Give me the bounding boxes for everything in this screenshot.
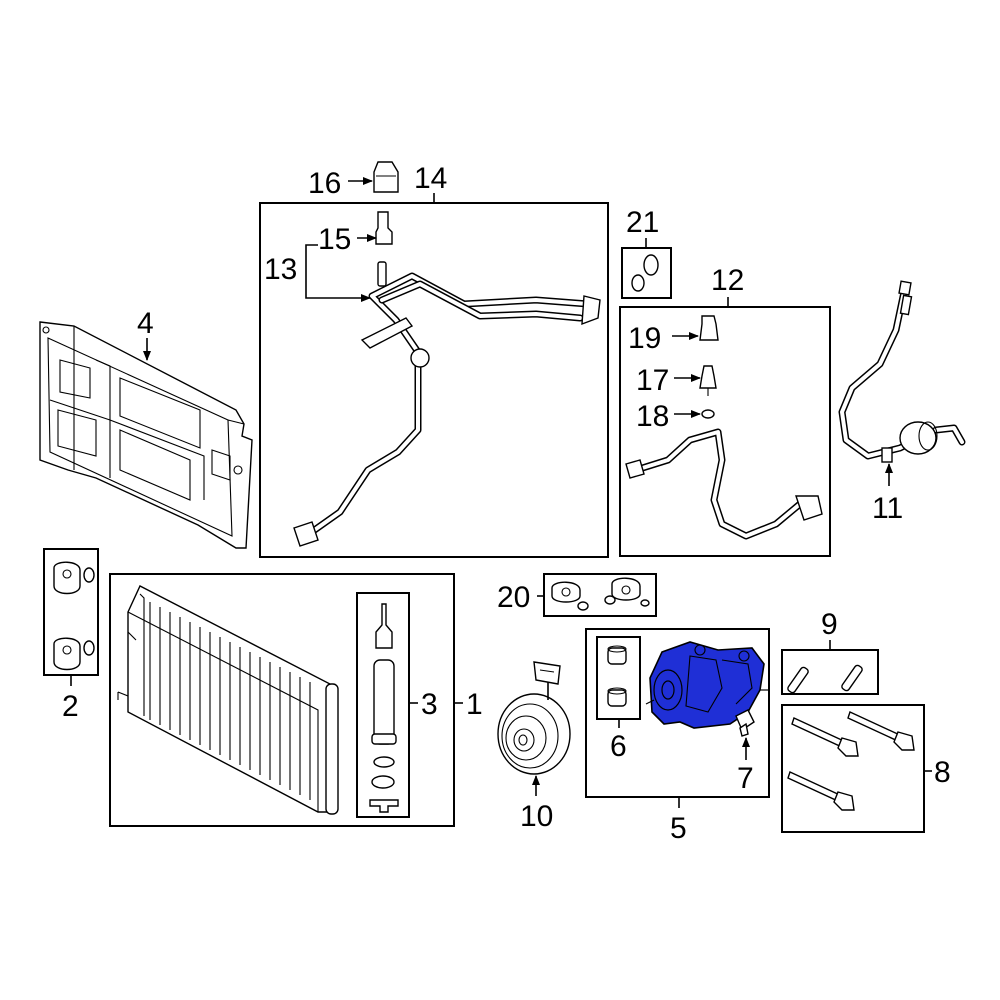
callout-5[interactable]: 5 (670, 812, 687, 845)
callout-14[interactable]: 14 (414, 162, 447, 195)
callout-16[interactable]: 16 (308, 167, 341, 200)
callout-18[interactable]: 18 (636, 400, 669, 433)
callout-17[interactable]: 17 (636, 364, 669, 397)
compressor-box (585, 628, 770, 798)
radiator-support-frame[interactable] (39, 321, 253, 549)
bolts-box (781, 704, 925, 833)
callout-6[interactable]: 6 (610, 730, 627, 763)
service-cap[interactable] (373, 161, 399, 193)
o-ring-kit[interactable] (631, 254, 659, 292)
leader-lines (70, 177, 932, 808)
callout-labels: 1 2 3 4 5 6 7 8 9 10 11 12 13 14 15 16 1… (62, 162, 951, 845)
discharge-line[interactable] (293, 261, 601, 547)
callout-12[interactable]: 12 (711, 264, 744, 297)
callout-7[interactable]: 7 (737, 762, 754, 795)
suction-line-box (619, 306, 831, 557)
callout-3[interactable]: 3 (421, 688, 438, 721)
compressor-gaskets[interactable] (551, 577, 650, 611)
pressure-fitting[interactable] (375, 211, 393, 245)
callout-19[interactable]: 19 (628, 322, 661, 355)
callout-4[interactable]: 4 (137, 307, 154, 340)
callout-2[interactable]: 2 (62, 690, 79, 723)
callout-1[interactable]: 1 (466, 688, 483, 721)
mounting-studs[interactable] (787, 664, 864, 694)
mounting-bolts[interactable] (787, 711, 915, 811)
relief-valve[interactable] (735, 709, 755, 737)
dowel-pins[interactable] (607, 645, 627, 707)
receiver-drier-box (356, 592, 410, 818)
callout-9[interactable]: 9 (821, 608, 838, 641)
valve-o-ring[interactable] (701, 409, 715, 419)
clutch-pulley[interactable] (497, 661, 571, 775)
pressure-switch[interactable] (699, 315, 719, 341)
discharge-line-box (259, 202, 609, 558)
charge-valve[interactable] (699, 365, 717, 396)
callout-11[interactable]: 11 (872, 492, 903, 525)
ac-condenser[interactable] (117, 585, 339, 815)
suction-hose-accumulator[interactable] (838, 280, 966, 463)
callout-15[interactable]: 15 (318, 223, 351, 256)
suction-line[interactable] (625, 428, 823, 540)
compressor-gaskets-box (543, 573, 657, 617)
callout-21[interactable]: 21 (626, 206, 659, 239)
condenser-assembly-box (109, 573, 455, 827)
condenser-gaskets[interactable] (53, 561, 95, 671)
callout-10[interactable]: 10 (520, 800, 553, 833)
callout-20[interactable]: 20 (497, 581, 530, 614)
callout-13[interactable]: 13 (264, 253, 297, 286)
receiver-drier[interactable] (369, 603, 399, 813)
callout-8[interactable]: 8 (934, 756, 951, 789)
